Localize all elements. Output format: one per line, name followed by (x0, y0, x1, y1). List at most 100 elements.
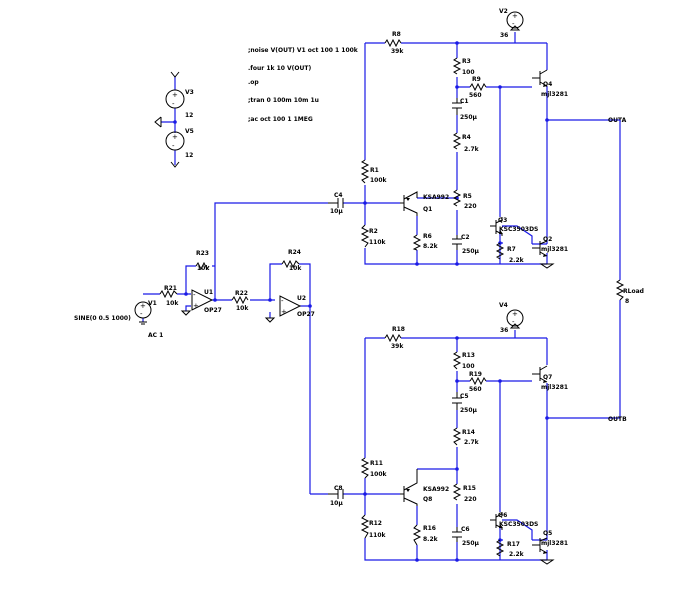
source-value: 36 (500, 327, 508, 334)
resistor-value: 2.7k (464, 146, 480, 153)
directive-tran[interactable]: ;tran 0 100m 10m 1u (248, 97, 319, 104)
source-V5[interactable]: +- V5 12 (165, 128, 194, 159)
resistor-value: 10k (197, 265, 210, 272)
transistor-model: mjl3281 (541, 540, 568, 547)
capacitor-C4[interactable]: C4 10µ (328, 192, 344, 215)
resistor-R23[interactable]: R23 10k (195, 250, 210, 272)
capacitor-value: 250µ (462, 540, 480, 547)
resistor-value: 100k (370, 471, 388, 478)
capacitor-C2[interactable]: C2 250µ (452, 234, 480, 255)
transistor-Q6[interactable]: Q6 KSC3503DS (490, 512, 538, 530)
capacitor-C1[interactable]: C1 250µ (452, 98, 478, 121)
directive-noise[interactable]: ;noise V(OUT) V1 oct 100 1 100k (248, 47, 359, 54)
transistor-model: KSA992 (423, 486, 449, 493)
transistor-label: Q3 (498, 217, 507, 224)
transistor-Q3[interactable]: Q3 KSC3503DS (490, 217, 538, 236)
resistor-label: R1 (370, 167, 379, 174)
resistor-R22[interactable]: R22 10k (231, 290, 249, 312)
resistor-label: R18 (392, 326, 405, 333)
directive-four[interactable]: .four 1k 10 V(OUT) (248, 65, 311, 72)
resistor-R16[interactable]: R16 8.2k (412, 524, 439, 546)
input-wiring (139, 202, 328, 495)
resistor-R13[interactable]: R13 100 (452, 351, 475, 370)
resistor-R2[interactable]: R2 110k (360, 224, 387, 248)
transistor-Q5[interactable]: Q5 mjl3281 (532, 530, 568, 554)
resistor-label: R12 (369, 520, 382, 527)
capacitor-C6[interactable]: C6 250µ (452, 526, 480, 547)
resistor-R18[interactable]: R18 39k (384, 326, 405, 350)
transistor-label: Q8 (423, 496, 432, 503)
resistor-R6[interactable]: R6 8.2k (412, 233, 439, 251)
channel-b-wiring (343, 323, 620, 565)
source-V2[interactable]: +- V2 36 (499, 8, 524, 39)
resistor-R5[interactable]: R5 220 (452, 189, 477, 210)
transistor-label: Q5 (543, 530, 552, 537)
net-label-outb[interactable]: OUTB (608, 416, 627, 423)
capacitor-C5[interactable]: C5 250µ (452, 392, 478, 414)
resistor-label: R3 (462, 58, 471, 65)
svg-text:+: + (172, 133, 178, 141)
opamp-U2[interactable]: -+ U2 OP27 (279, 295, 315, 318)
capacitor-value: 250µ (460, 407, 478, 414)
transistor-Q1[interactable]: KSA992 Q1 (398, 191, 449, 216)
svg-text:-: - (281, 297, 284, 305)
source-value: 12 (185, 152, 193, 159)
resistor-R17[interactable]: R17 2.2k (495, 539, 525, 558)
transistor-label: Q1 (423, 206, 432, 213)
transistor-model: mjl3281 (541, 91, 568, 98)
transistor-Q4[interactable]: Q4 mjl3281 (532, 69, 568, 98)
resistor-R11[interactable]: R11 100k (360, 457, 388, 479)
directive-ac[interactable]: ;ac oct 100 1 1MEG (248, 116, 313, 123)
resistor-R9[interactable]: R9 560 (469, 76, 487, 99)
capacitor-C8[interactable]: C8 10µ (328, 485, 344, 507)
resistor-R8[interactable]: R8 39k (384, 31, 404, 55)
resistor-R4[interactable]: R4 2.7k (452, 132, 480, 153)
source-value: 36 (500, 32, 508, 39)
capacitor-label: C6 (461, 526, 470, 533)
resistor-value: 10k (166, 300, 179, 307)
resistor-R7[interactable]: R7 2.2k (495, 242, 525, 264)
resistor-R21[interactable]: R21 10k (159, 285, 179, 307)
svg-text:+: + (172, 91, 178, 99)
svg-text:-: - (172, 142, 175, 150)
svg-text:-: - (172, 100, 175, 108)
source-V1[interactable]: +- V1 SINE(0 0.5 1000) AC 1 (74, 300, 163, 339)
resistor-R19[interactable]: R19 560 (469, 371, 487, 393)
transistor-Q8[interactable]: KSA992 Q8 (400, 469, 449, 506)
resistor-R3[interactable]: R3 100 (452, 57, 475, 76)
source-V3[interactable]: +- V3 12 (165, 89, 194, 119)
resistor-label: R19 (469, 371, 482, 378)
capacitor-label: C5 (460, 393, 469, 400)
net-label-outa[interactable]: OUTA (608, 117, 627, 124)
resistor-label: R2 (369, 228, 378, 235)
resistor-value: 2.2k (509, 257, 525, 264)
source-V4[interactable]: +- V4 36 (499, 302, 524, 334)
resistor-label: R11 (370, 460, 383, 467)
resistor-R1[interactable]: R1 100k (360, 159, 388, 184)
resistor-value: 560 (469, 386, 482, 393)
resistor-R14[interactable]: R14 2.7k (452, 427, 480, 446)
opamp-U1[interactable]: -+ U1 OP27 (191, 289, 222, 314)
resistor-R24[interactable]: R24 10k (281, 249, 302, 272)
spice-directives[interactable]: ;noise V(OUT) V1 oct 100 1 100k .four 1k… (248, 47, 359, 123)
resistor-label: R8 (392, 31, 401, 38)
transistor-Q7[interactable]: Q7 mjl3281 (532, 365, 568, 391)
resistor-R12[interactable]: R12 110k (360, 514, 387, 539)
resistor-value: 39k (391, 343, 404, 350)
resistor-R15[interactable]: R15 220 (452, 483, 477, 503)
transistor-Q2[interactable]: Q2 mjl3281 (532, 236, 568, 257)
resistor-label: R6 (423, 233, 432, 240)
source-label: V2 (499, 8, 508, 15)
resistor-RLoad[interactable]: RLoad 8 (615, 279, 644, 305)
resistor-value: 2.2k (509, 551, 525, 558)
channel-a-wiring (343, 25, 620, 269)
transistor-model: mjl3281 (541, 384, 568, 391)
svg-text:-: - (512, 318, 515, 326)
directive-op[interactable]: .op (248, 79, 259, 86)
resistor-value: 100 (462, 363, 475, 370)
resistor-label: R4 (462, 134, 471, 141)
resistor-label: R21 (164, 285, 177, 292)
opamp-model: OP27 (204, 307, 222, 314)
